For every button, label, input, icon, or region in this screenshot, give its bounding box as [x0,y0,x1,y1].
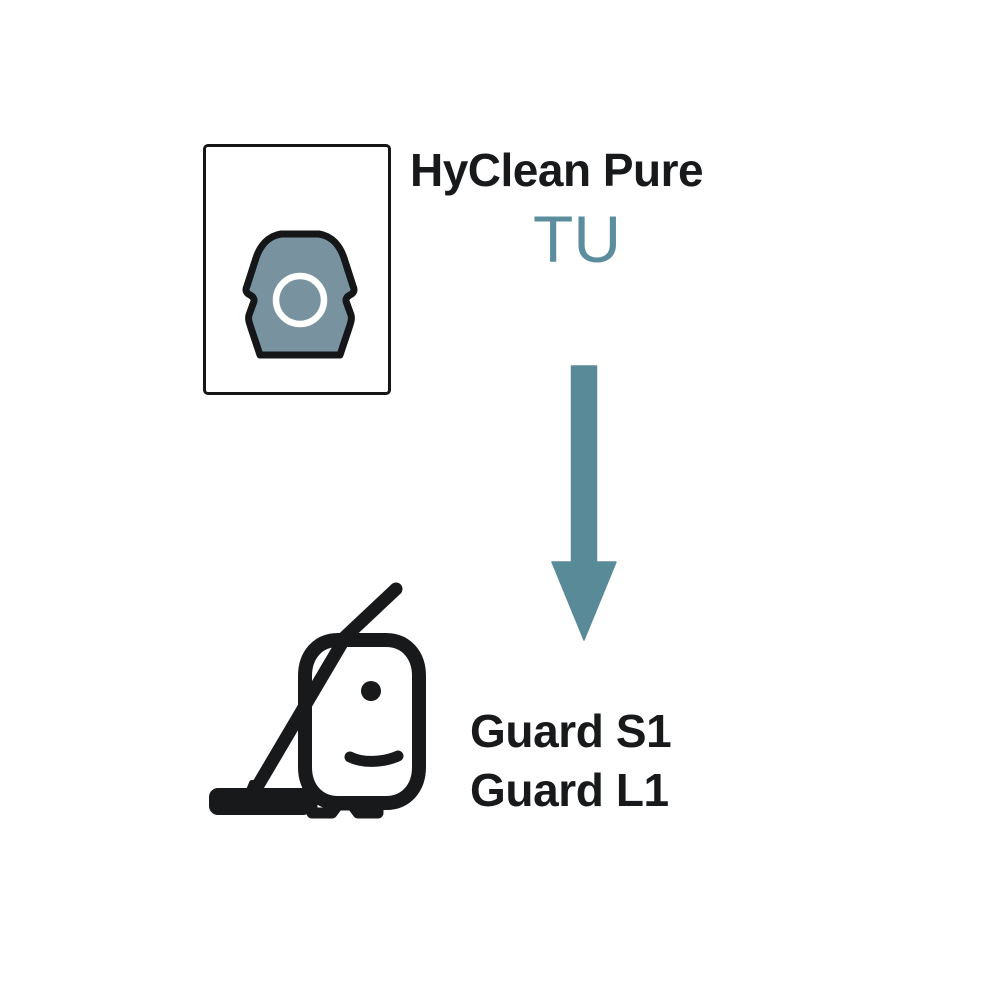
dust-bag-package [203,144,391,395]
product-variant-code: TU [533,202,621,276]
compatible-model-l1: Guard L1 [470,763,669,816]
arrow-down-shape [551,365,617,641]
vacuum-wand [338,582,403,644]
vacuum-body [298,633,426,810]
vacuum-floor-nozzle [209,788,312,815]
vacuum-grille-slot [344,750,404,767]
product-name: HyClean Pure [410,144,704,196]
dust-bag-inlet-ring [272,272,328,328]
compatible-model-s1: Guard S1 [470,705,672,757]
dust-bag-body [242,230,358,359]
vacuum-cleaner-icon [200,575,450,825]
compatible-model-list: Guard S1 Guard L1 [470,702,672,820]
arrow-down-icon [548,362,620,644]
vacuum-indicator-dot [361,681,381,701]
vacuum-feet [306,797,384,819]
dust-bag-icon [238,229,362,364]
